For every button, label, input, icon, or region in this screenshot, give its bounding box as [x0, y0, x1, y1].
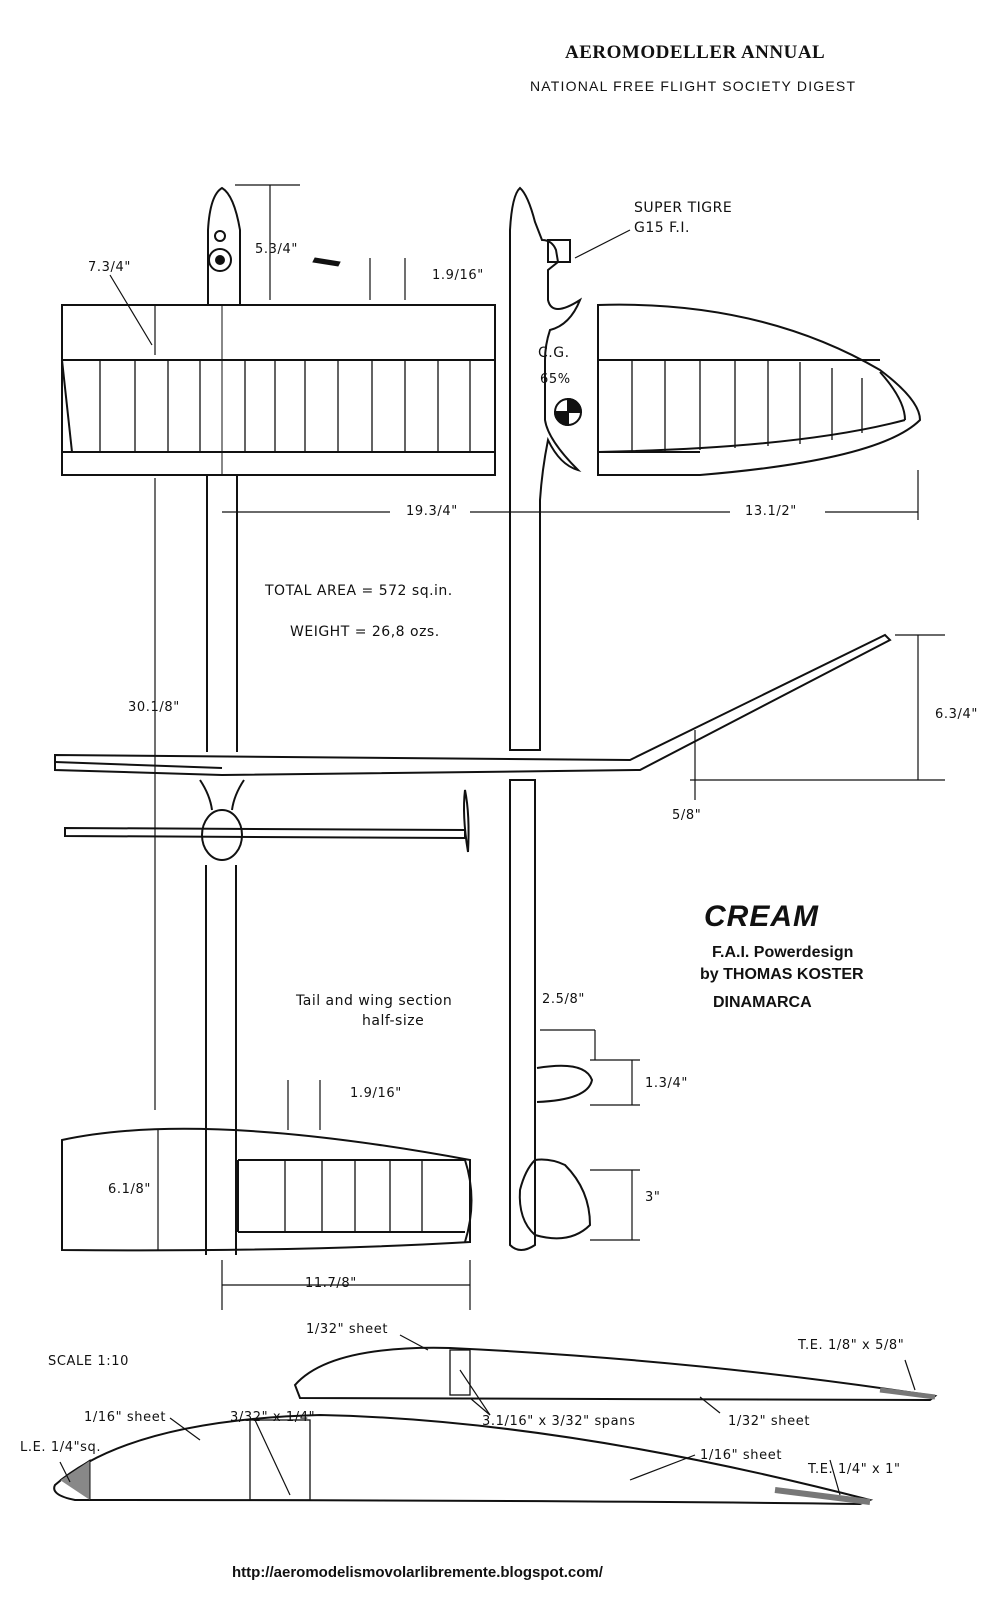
wing-te-note: T.E. 1/4" x 1" — [808, 1462, 901, 1477]
section-note-line2: half-size — [362, 1013, 425, 1029]
wing-sheet-aft-note: 1/16" sheet — [700, 1448, 783, 1463]
wing-tip-panel — [597, 303, 922, 476]
engine-outline-top — [208, 248, 232, 272]
fuselage-boom-top — [206, 475, 238, 752]
dim-center-dihedral: 5/8" — [672, 808, 702, 823]
model-country: DINAMARCA — [713, 994, 812, 1011]
dim-tip-dihedral: 6.3/4" — [935, 707, 978, 722]
section-note-line1: Tail and wing section — [296, 993, 453, 1009]
total-area: TOTAL AREA = 572 sq.in. — [265, 583, 453, 599]
engine-label-line2: G15 F.I. — [634, 220, 690, 236]
dim-tip-panel: 13.1/2" — [745, 504, 797, 519]
dim-center-half-span: 19.3/4" — [406, 504, 458, 519]
dim-wing-chord: 7.3/4" — [88, 260, 131, 275]
cg-percent: 65% — [540, 372, 571, 387]
model-type: F.A.I. Powerdesign — [712, 944, 854, 961]
tail-sheet-bottom-note: 1/32" sheet — [728, 1414, 811, 1429]
dim-stab-spar-spacing: 1.9/16" — [350, 1086, 402, 1101]
fuselage-nose-top — [207, 186, 241, 305]
page-header-title: AEROMODELLER ANNUAL — [565, 42, 826, 63]
tail-sheet-top-note: 1/32" sheet — [306, 1322, 389, 1337]
dim-wing-spar-spacing: 1.9/16" — [432, 268, 484, 283]
tail-airfoil-section — [293, 1346, 938, 1402]
wing-sheet-top-note: 1/16" sheet — [84, 1410, 167, 1425]
stabilizer-top-view — [61, 1127, 471, 1252]
model-designer: by THOMAS KOSTER — [700, 966, 864, 983]
dim-rudder-height: 1.3/4" — [645, 1076, 688, 1091]
wing-spar-note: 3/32" x 1/4" — [230, 1410, 316, 1425]
weight: WEIGHT = 26,8 ozs. — [290, 624, 440, 640]
fuselage-side-view — [509, 186, 583, 751]
scale-label: SCALE 1:10 — [48, 1354, 130, 1369]
engine-side-view — [547, 239, 571, 263]
fuselage-front-view — [201, 809, 243, 861]
dim-nose-length: 5.3/4" — [255, 242, 298, 257]
dim-fin-height: 3" — [645, 1190, 661, 1205]
tail-te-note: T.E. 1/8" x 5/8" — [798, 1338, 905, 1353]
fin-side-view — [518, 1158, 592, 1240]
spans-note: 3.1/16" x 3/32" spans — [482, 1414, 636, 1429]
cg-label: C.G. — [538, 345, 570, 361]
dim-stab-chord: 6.1/8" — [108, 1182, 151, 1197]
rudder-side-view — [536, 1064, 594, 1103]
wing-le-note: L.E. 1/4"sq. — [20, 1440, 102, 1455]
wing-airfoil-section — [53, 1413, 874, 1506]
source-url: http://aeromodelismovolarlibremente.blog… — [232, 1564, 603, 1581]
dim-rudder-width: 2.5/8" — [542, 992, 585, 1007]
wing-front-view — [54, 633, 892, 777]
page-header-subtitle: NATIONAL FREE FLIGHT SOCIETY DIGEST — [530, 78, 857, 94]
dim-fuselage-length: 30.1/8" — [128, 700, 180, 715]
engine-label-line1: SUPER TIGRE — [634, 200, 733, 216]
stab-front-view — [64, 826, 466, 840]
wing-top-view — [61, 304, 496, 476]
model-name: CREAM — [704, 900, 819, 933]
dim-stab-half-span: 11.7/8" — [305, 1276, 357, 1291]
